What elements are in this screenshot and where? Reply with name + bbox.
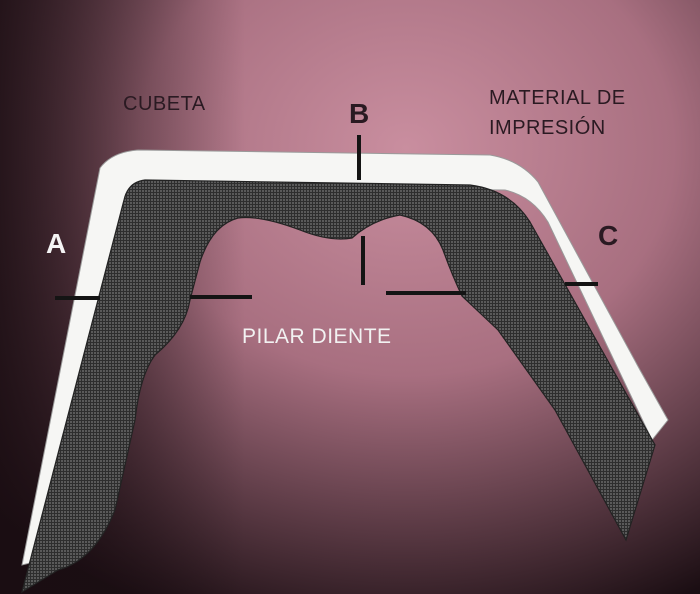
label-material-line1: MATERIAL DE [489, 87, 626, 109]
label-material-line2: IMPRESIÓN [489, 117, 606, 139]
label-point-a: A [46, 228, 67, 259]
label-point-c: C [598, 220, 619, 251]
label-point-b: B [349, 98, 370, 129]
impression-material-shape [21, 179, 656, 594]
label-pilar-diente: PILAR DIENTE [242, 325, 392, 348]
label-cubeta: CUBETA [123, 93, 206, 115]
